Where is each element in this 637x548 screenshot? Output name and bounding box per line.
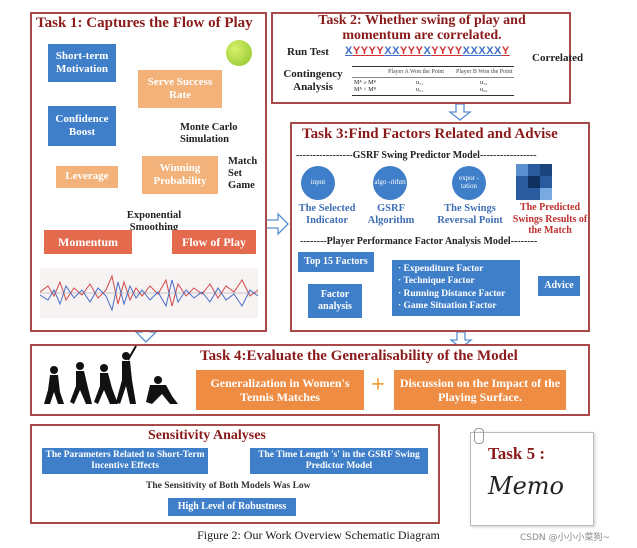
advice-box: Advice [538, 276, 580, 296]
table-header-b: Player B Won the Point [456, 69, 513, 75]
figure-caption: Figure 2: Our Work Overview Schematic Di… [197, 528, 440, 542]
heatmap-icon [516, 164, 552, 200]
table-row1-label: Mᴬ ≥ Mᴮ [354, 80, 376, 86]
contingency-table: Player A Won the Point Player B Won the … [352, 66, 514, 96]
node-input: input [301, 166, 335, 200]
factor-technique: · Technique Factor [398, 276, 475, 287]
paperclip-icon [474, 428, 484, 444]
task3-title: Task 3:Find Factors Related and Advise [302, 126, 558, 142]
task1-title: Task 1: Captures the Flow of Play [36, 15, 253, 31]
factor-analysis-box: Factor analysis [308, 284, 362, 318]
factor-game-situation: · Game Situation Factor [398, 301, 497, 312]
monte-carlo-label: Monte Carlo Simulation [180, 122, 238, 146]
node-exportation: expor -tation [452, 166, 486, 200]
factor-running-distance: · Running Distance Factor [398, 288, 506, 299]
selected-indicator-label: The Selected Indicator [298, 203, 356, 227]
sequence-letter: Y [407, 45, 416, 57]
sequence-letter: X [478, 45, 487, 57]
sequence-letter: X [486, 45, 495, 57]
task2-panel [271, 12, 571, 104]
task5-note [470, 432, 594, 526]
param1-box: The Parameters Related to Short-Term Inc… [42, 448, 208, 474]
sequence-letter: Y [399, 45, 408, 57]
contingency-label: Contingency Analysis [283, 68, 343, 93]
task4-title: Task 4:Evaluate the Generalisability of … [200, 348, 518, 364]
top15-factors-box: Top 15 Factors [298, 252, 374, 272]
leverage-box: Leverage [56, 166, 118, 188]
run-test-label: Run Test [287, 46, 329, 58]
sequence-letter: Y [446, 45, 455, 57]
arrow-task2-task3 [448, 103, 472, 121]
table-row2-label: Mᴬ < Mᴮ [354, 87, 376, 93]
sequence-letter: Y [454, 45, 463, 57]
perf-model-label: --------Player Performance Factor Analys… [300, 236, 538, 247]
sensitivity-result-label: The Sensitivity of Both Models Was Low [146, 481, 311, 491]
factors-list: · Expenditure Factor · Technique Factor … [392, 260, 520, 316]
sequence-letter: X [494, 45, 502, 57]
table-row2-a: u₂₁ [416, 87, 424, 93]
run-test-sequence: XYYYYXXYYYXYYYYXXXXXY [345, 45, 510, 57]
sequence-letter: Y [360, 45, 369, 57]
serve-success-rate-box: Serve Success Rate [138, 70, 222, 108]
sequence-letter: Y [501, 45, 510, 57]
sequence-letter: X [423, 45, 432, 57]
sequence-letter: Y [352, 45, 361, 57]
table-row1-a: u₁₁ [416, 80, 424, 86]
sequence-letter: Y [376, 45, 385, 57]
gsrf-algorithm-label: GSRF Algorithm [367, 203, 415, 227]
match-set-game-label: Match Set Game [228, 156, 258, 192]
table-row2-b: u₂₂ [480, 87, 488, 93]
sequence-letter: Y [368, 45, 377, 57]
momentum-box: Momentum [44, 230, 132, 254]
momentum-series-b [39, 279, 259, 312]
reversal-point-label: The Swings Reversal Point [437, 203, 503, 227]
node-algorithm: algo -rithm [373, 166, 407, 200]
winning-probability-box: Winning Probability [142, 156, 218, 194]
generalization-box: Generalization in Women's Tennis Matches [196, 370, 364, 410]
flow-of-play-box: Flow of Play [172, 230, 256, 254]
confidence-boost-box: Confidence Boost [48, 106, 116, 146]
robustness-box: High Level of Robustness [168, 498, 296, 516]
tennis-ball-icon [226, 40, 252, 66]
plus-sign: + [371, 372, 385, 398]
factor-expenditure: · Expenditure Factor [398, 264, 484, 274]
sequence-letter: X [470, 45, 479, 57]
predicted-label: The Predicted Swings Results of the Matc… [512, 202, 588, 236]
memo-label: Memo [488, 472, 564, 500]
sequence-letter: X [392, 45, 400, 57]
param2-box: The Time Length 's' in the GSRF Swing Pr… [250, 448, 428, 474]
correlated-label: Correlated [532, 52, 584, 64]
sequence-letter: Y [431, 45, 440, 57]
task5-title: Task 5 : [488, 444, 546, 463]
sequence-letter: X [345, 45, 353, 57]
short-term-motivation-box: Short-term Motivation [48, 44, 116, 82]
watermark: CSDN @小小小菜狗~ [520, 533, 611, 543]
arrow-task1-task3 [265, 212, 289, 236]
sensitivity-title: Sensitivity Analyses [148, 428, 266, 443]
table-row1-b: u₁₂ [480, 80, 488, 86]
discussion-box: Discussion on the Impact of the Playing … [394, 370, 566, 410]
table-header-a: Player A Won the Point [388, 69, 445, 75]
sequence-letter: X [384, 45, 393, 57]
gsrf-model-label: -----------------GSRF Swing Predictor Mo… [296, 150, 537, 161]
sequence-letter: Y [415, 45, 424, 57]
task2-title: Task 2: Whether swing of play and moment… [318, 13, 526, 44]
sequence-letter: Y [439, 45, 447, 57]
momentum-series-a [39, 274, 259, 307]
sequence-letter: X [462, 45, 471, 57]
exp-smoothing-label: Exponential Smoothing [126, 210, 182, 234]
